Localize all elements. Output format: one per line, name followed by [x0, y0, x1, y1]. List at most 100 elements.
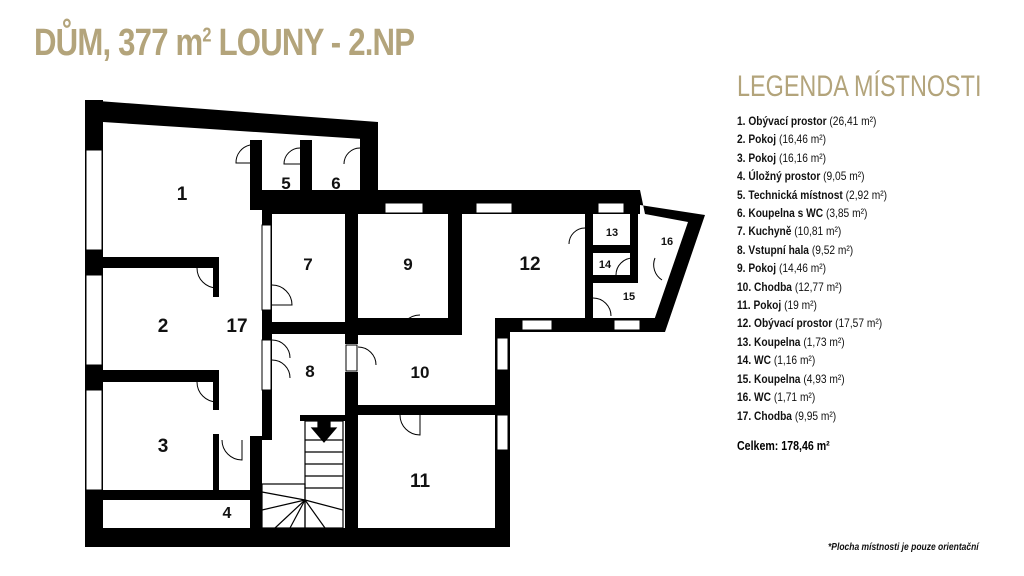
legend-item: 3. Pokoj (16,16 m²): [737, 149, 967, 167]
legend-item-area: (1,16 m²): [773, 353, 816, 368]
wall-right-56: [360, 122, 378, 207]
door-swing: [357, 346, 377, 366]
room-label-2: 2: [158, 316, 169, 337]
door-swing: [221, 439, 243, 461]
window: [521, 319, 553, 331]
legend-title: LEGENDA MÍSTNOSTI: [737, 70, 982, 103]
legend-item: 12. Obývací prostor (17,57 m²): [737, 314, 967, 332]
legend-item-area: (3,85 m²): [825, 206, 868, 221]
wall-14-right: [630, 214, 638, 283]
walls: [85, 100, 705, 547]
wall-2-17: [213, 257, 219, 297]
room-label-7: 7: [303, 255, 312, 274]
legend-item: 11. Pokoj (19 m²): [737, 296, 967, 314]
legend-item-area: (1,73 m²): [803, 334, 845, 349]
legend-item-area: (19 m²): [784, 298, 817, 313]
wall-8-10: [345, 372, 358, 528]
legend-item-name: 4. Úložný prostor: [737, 169, 821, 184]
door-swing: [343, 147, 361, 165]
room-label-10: 10: [411, 363, 430, 382]
wall-9-12: [448, 214, 462, 335]
wall-stairs-top: [300, 415, 345, 421]
legend-item-name: 10. Chodba: [737, 279, 792, 294]
legend-item-name: 17. Chodba: [737, 408, 792, 423]
legend-item: 13. Koupelna (1,73 m²): [737, 333, 967, 351]
door-swing: [235, 144, 251, 164]
legend-item-area: (17,57 m²): [835, 316, 883, 331]
room-label-17: 17: [226, 316, 247, 337]
legend-item-name: 5. Technická místnost: [737, 187, 843, 202]
wall-7-8: [272, 322, 347, 334]
legend-item-name: 7. Kuchyně: [737, 224, 792, 239]
legend-item: 14. WC (1,16 m²): [737, 351, 967, 369]
legend-item-name: 12. Obývací prostor: [737, 316, 833, 331]
window: [261, 224, 272, 311]
door-swing: [592, 297, 612, 317]
window: [85, 389, 103, 491]
wall-top-left: [85, 100, 378, 140]
room-label-4: 4: [223, 505, 232, 522]
room-legend: LEGENDA MÍSTNOSTI 1. Obývací prostor (26…: [737, 70, 1007, 453]
room-label-9: 9: [403, 255, 412, 274]
legend-item-name: 8. Vstupní hala: [737, 242, 809, 257]
room-labels: 1 2 3 4 5 6 7 8 9 10 11 12 13 14 15 16 1…: [158, 174, 673, 522]
room-label-8: 8: [305, 362, 314, 381]
legend-item: 7. Kuchyně (10,81 m²): [737, 222, 967, 240]
wall-3-4: [103, 490, 250, 500]
door-swing: [568, 227, 586, 245]
room-label-14: 14: [599, 259, 612, 271]
wall-12-13: [585, 214, 593, 318]
door-swing: [653, 257, 663, 281]
legend-item: 15. Koupelna (4,93 m²): [737, 370, 967, 388]
legend-item-name: 3. Pokoj: [737, 150, 777, 165]
door-swing: [271, 359, 291, 379]
legend-item-name: 11. Pokoj: [737, 298, 782, 313]
legend-item-area: (16,46 m²): [778, 132, 827, 147]
legend-item: 4. Úložný prostor (9,05 m²): [737, 167, 967, 185]
area-disclaimer: *Plocha místnosti je pouze orientační: [828, 542, 979, 553]
legend-list: 1. Obývací prostor (26,41 m²)2. Pokoj (1…: [737, 112, 1007, 425]
window: [261, 339, 272, 391]
legend-item-area: (12,77 m²): [794, 279, 842, 294]
legend-item-name: 6. Koupelna s WC: [737, 206, 824, 221]
door-swing: [399, 314, 421, 336]
wall-10-11: [358, 405, 495, 415]
window: [613, 319, 641, 331]
legend-item-area: (10,81 m²): [794, 224, 842, 239]
door-swing: [399, 414, 421, 436]
wall-13-14: [593, 245, 633, 253]
legend-item-area: (16,16 m²): [778, 150, 827, 165]
window: [496, 414, 509, 451]
staircase: [261, 419, 344, 529]
wall-8-9: [345, 214, 358, 344]
door-swing: [271, 284, 293, 306]
room-label-11: 11: [410, 471, 431, 492]
wall-1-2: [85, 257, 218, 268]
legend-item-name: 14. WC: [737, 353, 772, 368]
window: [85, 149, 103, 251]
legend-item: 5. Technická místnost (2,92 m²): [737, 186, 967, 204]
window: [496, 337, 509, 371]
legend-item: 10. Chodba (12,77 m²): [737, 278, 967, 296]
wall-56-bottom: [262, 198, 378, 214]
legend-item-name: 9. Pokoj: [737, 261, 777, 276]
legend-item: 17. Chodba (9,95 m²): [737, 407, 967, 425]
wall-4-stair: [250, 436, 262, 528]
wall-9-bottom: [345, 318, 462, 335]
window: [85, 274, 103, 366]
wall-2-3: [85, 370, 218, 382]
legend-item-area: (26,41 m²): [829, 114, 877, 128]
room-label-13: 13: [606, 227, 618, 239]
room-label-16: 16: [661, 236, 673, 248]
door-swing: [271, 339, 291, 359]
legend-item-name: 15. Koupelna: [737, 371, 801, 386]
legend-item: 6. Koupelna s WC (3,85 m²): [737, 204, 967, 222]
window: [475, 202, 513, 214]
room-label-3: 3: [158, 436, 169, 457]
window: [384, 202, 424, 214]
room-label-15: 15: [623, 291, 635, 303]
legend-item-name: 13. Koupelna: [737, 334, 801, 349]
legend-item-name: 16. WC: [737, 390, 772, 405]
wall-17-78: [262, 205, 272, 440]
legend-item-name: 2. Pokoj: [737, 132, 777, 147]
